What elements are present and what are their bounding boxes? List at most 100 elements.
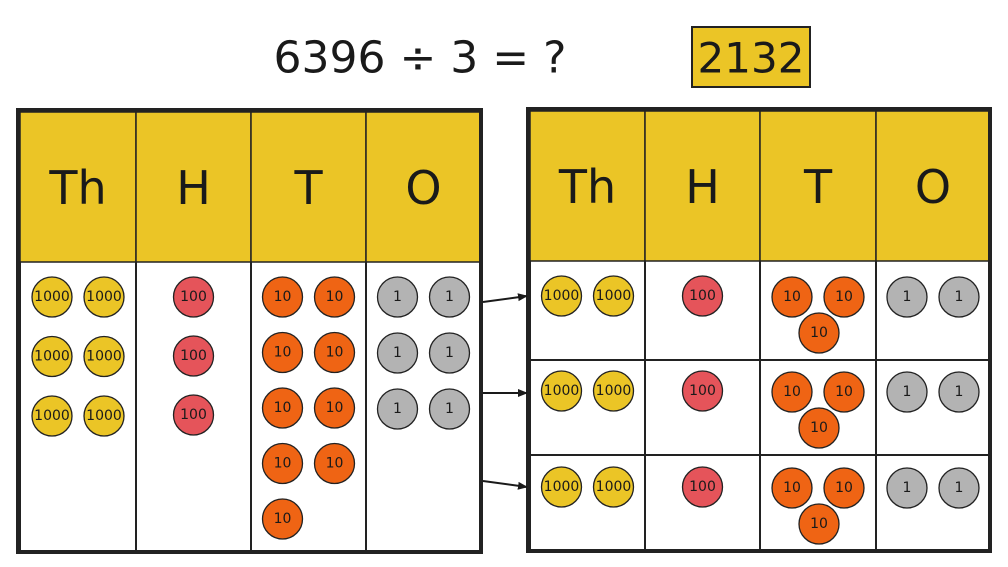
counter-circle [261, 387, 304, 429]
counter-label: 10 [835, 384, 853, 400]
counter-label: 100 [689, 288, 716, 304]
counter-label: 1 [445, 401, 454, 417]
header-cell-T [759, 110, 877, 262]
counter-circle [771, 467, 813, 509]
counter-label: 1000 [34, 408, 70, 424]
counter-circle [540, 466, 583, 508]
counter-label: 100 [180, 407, 207, 423]
counter-ones: 1 [886, 276, 928, 318]
counter-label: 100 [180, 289, 207, 305]
counter-circle [313, 276, 356, 318]
counter-circle [313, 442, 356, 485]
counter-label: 100 [180, 348, 207, 364]
counter-label: 10 [810, 516, 828, 532]
counter-circle [938, 371, 980, 413]
counter-ones: 1 [376, 332, 419, 374]
arrow-1 [482, 293, 528, 303]
counter-label: 1000 [86, 349, 122, 365]
counter-label: 1 [903, 384, 912, 400]
header-label: O [915, 160, 951, 214]
counter-label: 1 [903, 480, 912, 496]
counter-ones: 1 [428, 332, 471, 374]
header-cell-O [365, 111, 482, 263]
counter-circle [428, 276, 471, 318]
counter-label: 10 [274, 456, 292, 472]
counter-label: 10 [274, 511, 292, 527]
counter-label: 10 [326, 289, 344, 305]
counter-circle [31, 276, 73, 318]
counter-circle [823, 276, 865, 318]
header-label: Th [558, 160, 616, 214]
counter-hundreds: 100 [172, 335, 215, 377]
counter-label: 10 [326, 400, 344, 416]
counter-thousands: 1000 [540, 370, 583, 412]
counter-circle [798, 503, 840, 545]
counter-label: 1 [393, 345, 402, 361]
counter-circle [31, 335, 73, 378]
counter-label: 10 [835, 480, 853, 496]
counter-thousands: 1000 [31, 335, 73, 378]
counter-circle [261, 276, 304, 318]
counter-label: 1 [445, 289, 454, 305]
counter-tens: 10 [261, 387, 304, 429]
counter-label: 10 [810, 420, 828, 436]
equation: 6396 ÷ 3 = ? [273, 33, 566, 84]
counter-circle [798, 407, 840, 449]
counter-label: 1000 [34, 289, 70, 305]
counter-tens: 10 [261, 276, 304, 318]
counter-circle [886, 371, 928, 413]
counter-ones: 1 [938, 371, 980, 413]
counter-circle [771, 276, 813, 318]
counter-circle [823, 467, 865, 509]
counter-circle [540, 370, 583, 412]
table-border [16, 108, 483, 554]
counter-label: 100 [689, 479, 716, 495]
counter-circle [83, 395, 125, 437]
counter-ones: 1 [886, 371, 928, 413]
counter-label: 10 [274, 289, 292, 305]
counter-hundreds: 100 [681, 466, 724, 508]
counter-circle [681, 275, 724, 317]
counter-thousands: 1000 [540, 466, 583, 508]
counter-circle [172, 276, 215, 318]
counter-label: 1 [955, 480, 964, 496]
counter-thousands: 1000 [83, 395, 125, 437]
header-label: H [176, 161, 211, 215]
counter-thousands: 1000 [592, 275, 635, 317]
counter-circle [428, 388, 471, 430]
counter-circle [938, 467, 980, 509]
counter-thousands: 1000 [83, 276, 125, 318]
counter-label: 1 [393, 289, 402, 305]
counter-tens: 10 [798, 312, 840, 354]
counter-label: 10 [810, 325, 828, 341]
counter-label: 1 [393, 401, 402, 417]
counter-tens: 10 [798, 503, 840, 545]
counter-hundreds: 100 [172, 394, 215, 436]
counter-label: 10 [274, 400, 292, 416]
counter-label: 1000 [596, 383, 632, 399]
counter-tens: 10 [261, 498, 304, 540]
counter-label: 1 [445, 345, 454, 361]
counter-tens: 10 [771, 276, 813, 318]
counter-tens: 10 [261, 331, 304, 374]
counter-hundreds: 100 [681, 370, 724, 412]
counter-circle [313, 387, 356, 429]
counter-tens: 10 [771, 371, 813, 413]
counter-ones: 1 [938, 467, 980, 509]
header-cell-O [875, 110, 991, 262]
counter-circle [428, 332, 471, 374]
counter-circle [681, 466, 724, 508]
counter-tens: 10 [823, 276, 865, 318]
counter-circle [83, 335, 125, 378]
counter-circle [376, 332, 419, 374]
counter-ones: 1 [428, 388, 471, 430]
counter-label: 10 [783, 289, 801, 305]
counter-thousands: 1000 [592, 466, 635, 508]
counter-circle [313, 331, 356, 374]
counter-label: 10 [326, 345, 344, 361]
counter-label: 1 [955, 384, 964, 400]
counter-label: 1000 [86, 289, 122, 305]
counter-label: 1000 [544, 288, 580, 304]
counter-thousands: 1000 [592, 370, 635, 412]
counter-label: 100 [689, 383, 716, 399]
